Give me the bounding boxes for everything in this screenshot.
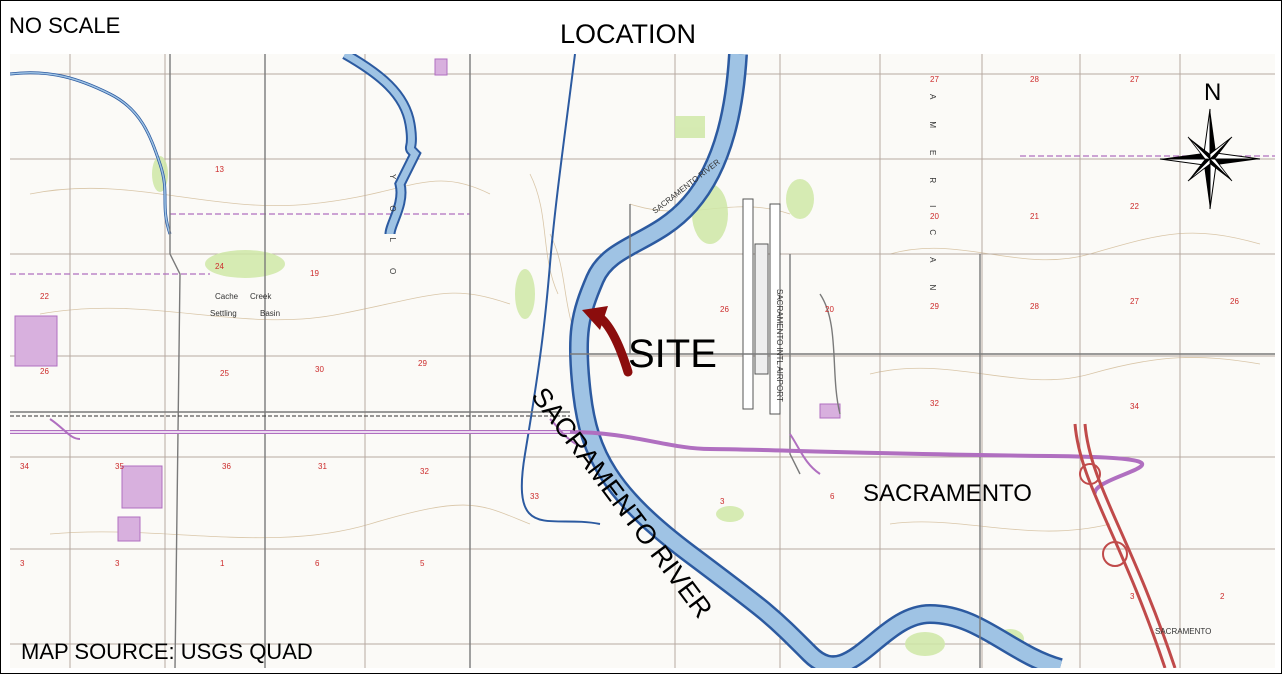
svg-text:Settling: Settling (210, 309, 237, 318)
svg-text:AMERICAN: AMERICAN (928, 94, 937, 312)
roads (10, 54, 1275, 668)
map-source-label: MAP SOURCE: USGS QUAD (21, 639, 313, 664)
svg-text:1: 1 (220, 559, 225, 568)
curved-arrow-icon (582, 306, 633, 377)
city-label: SACRAMENTO (863, 480, 1032, 507)
highway-interstate (10, 415, 1177, 668)
svg-text:27: 27 (1130, 75, 1139, 84)
svg-text:SACRAMENTO: SACRAMENTO (1155, 627, 1211, 636)
site-label: SITE (628, 332, 717, 376)
svg-text:31: 31 (318, 462, 327, 471)
svg-text:32: 32 (930, 399, 939, 408)
svg-text:3: 3 (20, 559, 25, 568)
section-numbers: 22 26 25 30 29 34 35 36 31 32 33 13 24 1… (20, 75, 1239, 601)
svg-text:3: 3 (720, 497, 725, 506)
svg-text:30: 30 (315, 365, 324, 374)
svg-text:3: 3 (115, 559, 120, 568)
svg-text:22: 22 (1130, 202, 1139, 211)
svg-text:6: 6 (315, 559, 320, 568)
svg-text:3: 3 (1130, 592, 1135, 601)
svg-text:SACRAMENTO INTL AIRPORT: SACRAMENTO INTL AIRPORT (775, 289, 784, 402)
svg-text:33: 33 (530, 492, 539, 501)
topographic-map: 22 26 25 30 29 34 35 36 31 32 33 13 24 1… (10, 54, 1275, 668)
svg-text:34: 34 (1130, 402, 1139, 411)
svg-text:36: 36 (222, 462, 231, 471)
urban-blocks (14, 58, 841, 542)
svg-text:Basin: Basin (260, 309, 280, 318)
svg-text:Creek: Creek (250, 292, 272, 301)
svg-text:19: 19 (310, 269, 319, 278)
svg-text:Cache: Cache (215, 292, 239, 301)
svg-text:28: 28 (1030, 75, 1039, 84)
svg-text:28: 28 (1030, 302, 1039, 311)
svg-text:29: 29 (930, 302, 939, 311)
svg-text:6: 6 (830, 492, 835, 501)
svg-text:24: 24 (215, 262, 224, 271)
svg-text:27: 27 (1130, 297, 1139, 306)
svg-text:13: 13 (215, 165, 224, 174)
map-title: LOCATION (560, 19, 697, 49)
svg-text:2: 2 (1220, 592, 1225, 601)
compass-rose-icon (1159, 108, 1261, 210)
svg-text:21: 21 (1030, 212, 1039, 221)
svg-text:25: 25 (220, 369, 229, 378)
svg-text:YOLO: YOLO (388, 174, 397, 300)
svg-text:27: 27 (930, 75, 939, 84)
svg-text:20: 20 (930, 212, 939, 221)
svg-text:20: 20 (825, 305, 834, 314)
svg-text:26: 26 (1230, 297, 1239, 306)
no-scale-label: NO SCALE (9, 13, 121, 38)
svg-text:29: 29 (418, 359, 427, 368)
svg-text:35: 35 (115, 462, 124, 471)
svg-text:26: 26 (40, 367, 49, 376)
svg-text:22: 22 (40, 292, 49, 301)
svg-text:34: 34 (20, 462, 29, 471)
north-label: N (1204, 79, 1222, 106)
section-grid (10, 54, 1275, 668)
airport-runways (742, 198, 781, 415)
svg-text:5: 5 (420, 559, 425, 568)
svg-text:32: 32 (420, 467, 429, 476)
sacramento-river-channel (520, 54, 1063, 668)
svg-text:26: 26 (720, 305, 729, 314)
